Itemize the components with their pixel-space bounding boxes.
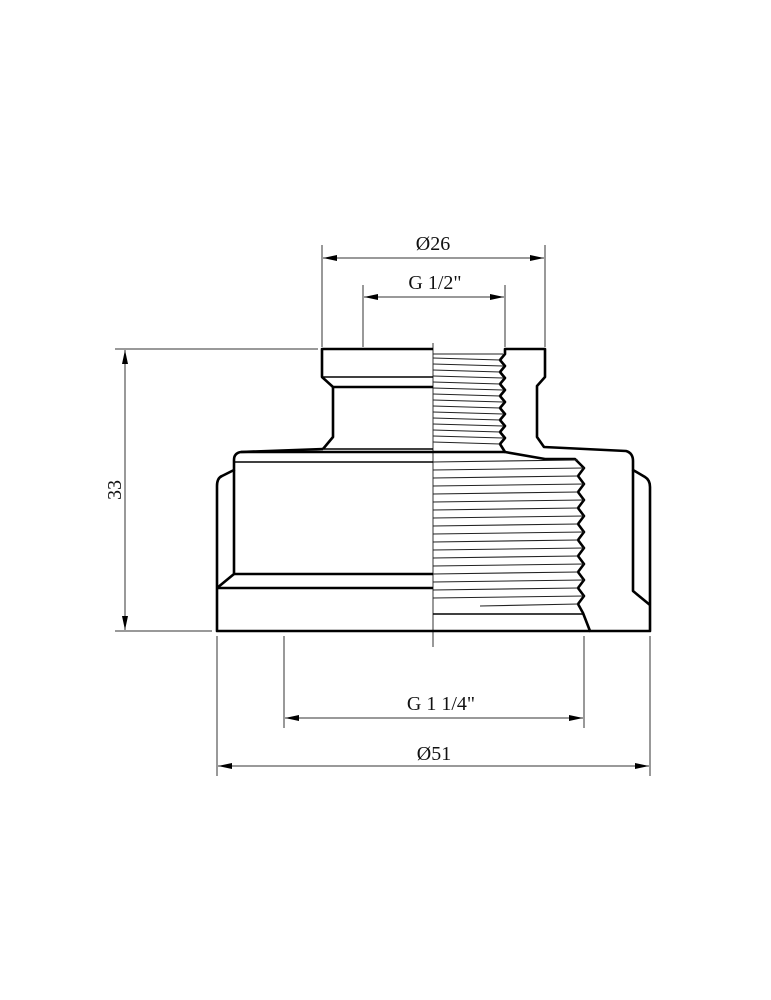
dimension-label-26: Ø26	[416, 233, 450, 255]
dimension-top-thread: G 1/2"	[362, 272, 506, 347]
dimension-bottom-outer-diameter: Ø51	[216, 636, 651, 776]
dimension-label-g12: G 1/2"	[408, 272, 461, 294]
dimension-bottom-thread: G 1 1/4"	[283, 636, 585, 728]
dimension-label-g114: G 1 1/4"	[407, 693, 475, 715]
dimension-height: 33	[104, 348, 318, 632]
dimension-top-outer-diameter: Ø26	[321, 233, 546, 347]
internal-thread-small	[432, 353, 505, 454]
exterior-half-view	[215, 347, 433, 633]
dimension-label-33: 33	[104, 480, 126, 500]
section-half-view	[432, 347, 652, 633]
dimension-label-51: Ø51	[417, 743, 451, 765]
internal-thread-large	[432, 459, 590, 633]
